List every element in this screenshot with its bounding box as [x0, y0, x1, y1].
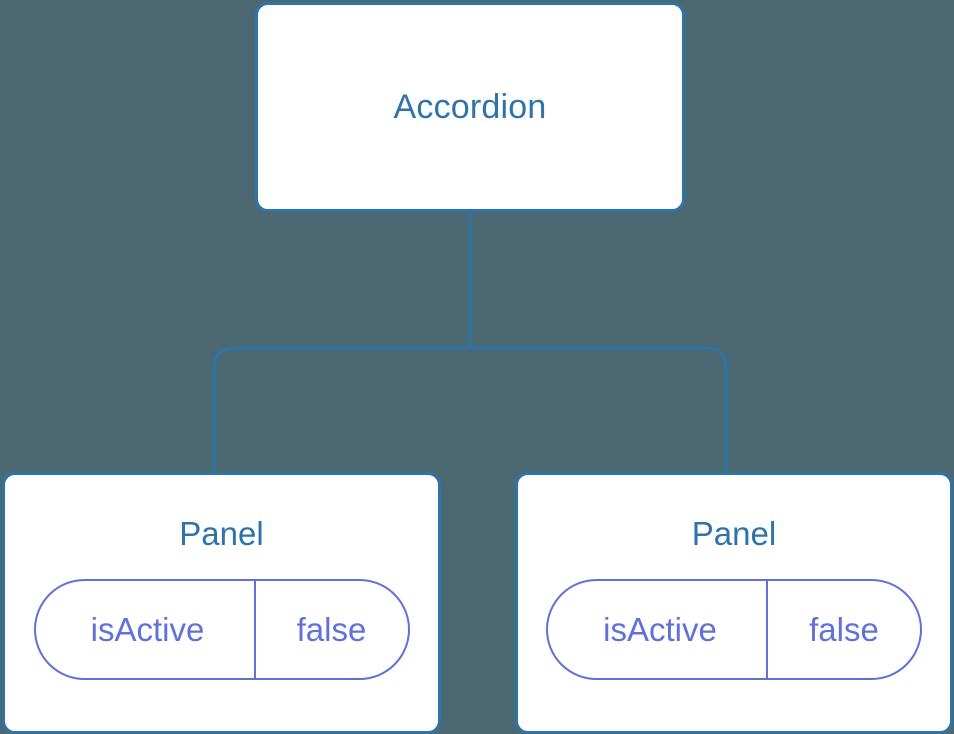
prop-value: false [809, 611, 879, 648]
edge-accordion-to-panel-1 [470, 346, 728, 476]
prop-value: false [296, 611, 367, 648]
node-panel-1[interactable]: Panel isActive false [515, 472, 953, 734]
node-accordion-title: Accordion [393, 88, 547, 126]
node-panel-1-prop-isactive[interactable]: isActive false [546, 579, 922, 680]
node-panel-0-prop-isactive[interactable]: isActive false [33, 579, 410, 680]
node-panel-0[interactable]: Panel isActive false [2, 472, 441, 734]
prop-key: isActive [548, 581, 768, 678]
node-accordion[interactable]: Accordion [255, 2, 685, 212]
node-panel-1-title: Panel [691, 515, 777, 552]
node-panel-0-title: Panel [179, 515, 264, 552]
edge-accordion-to-panel-0 [212, 346, 470, 476]
prop-key: isActive [36, 581, 256, 678]
